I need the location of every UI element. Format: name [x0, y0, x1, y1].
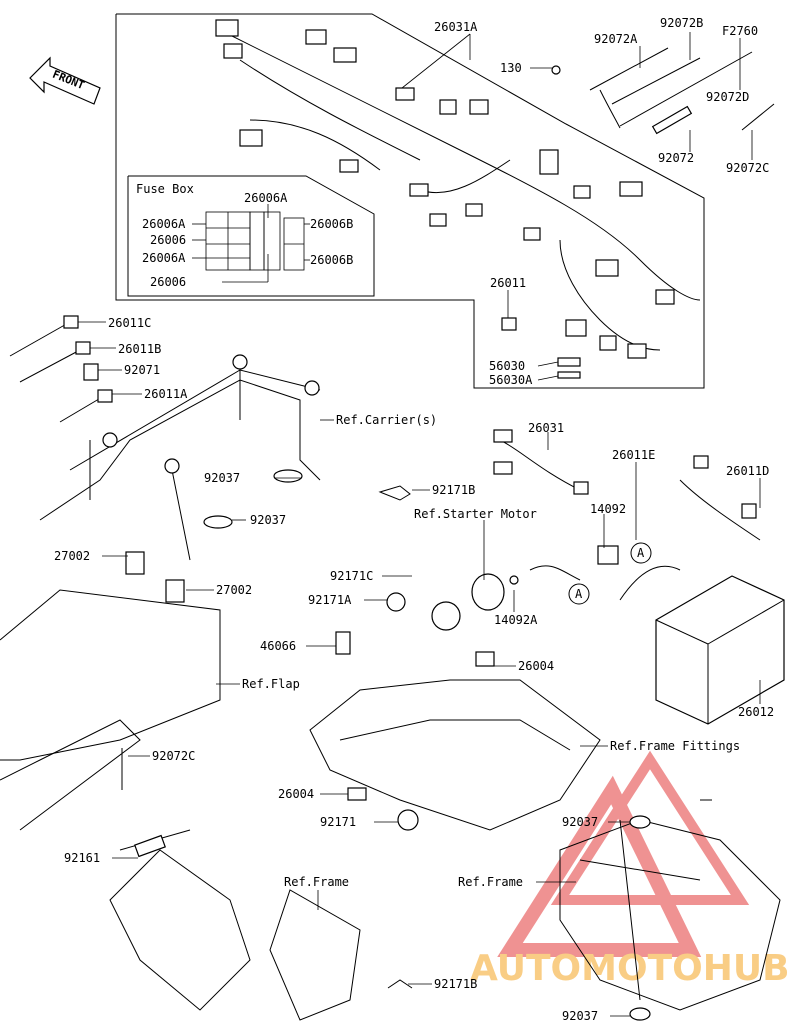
part-label: 130 — [500, 61, 522, 75]
part-label: 26004 — [278, 787, 314, 801]
part-label: 27002 — [216, 583, 252, 597]
part-label: 92037 — [250, 513, 286, 527]
watermark-text: AUTOMOTOHUB — [470, 948, 790, 989]
part-label: 92072D — [706, 90, 749, 104]
part-label: Ref.Frame — [458, 875, 523, 889]
part-labels: 26031A 92072A 92072B F2760 130 92072D 92… — [54, 16, 774, 1023]
fuse-label-26006a-2: 26006A — [142, 251, 186, 265]
part-label: 92171 — [320, 815, 356, 829]
part-label: 46066 — [260, 639, 296, 653]
fuse-box-frame — [127, 175, 375, 297]
watermark: AUTOMOTOHUB — [470, 750, 790, 989]
fuse-label-26006b-2: 26006B — [310, 253, 353, 267]
part-label: 26011E — [612, 448, 655, 462]
part-label: 26031 — [528, 421, 564, 435]
part-label: 92072C — [726, 161, 769, 175]
fuse-label-26006a-1: 26006A — [142, 217, 186, 231]
callout-a-1: A — [630, 542, 652, 564]
part-label: 92171B — [432, 483, 475, 497]
part-label: 92037 — [204, 471, 240, 485]
part-label: 56030 — [489, 359, 525, 373]
cable-ties — [551, 47, 775, 135]
fuse-label-26006a-top: 26006A — [244, 191, 288, 205]
part-label: 92037 — [562, 815, 598, 829]
part-label: 92072B — [660, 16, 703, 30]
fuse-label-26006-1: 26006 — [150, 233, 186, 247]
flap-assembly — [0, 551, 221, 831]
fuse-box-body — [205, 211, 305, 271]
part-label: F2760 — [722, 24, 758, 38]
part-label: 92072 — [658, 151, 694, 165]
part-label: 92072A — [594, 32, 638, 46]
part-label: 92161 — [64, 851, 100, 865]
part-label: 26011 — [490, 276, 526, 290]
part-label: 56030A — [489, 373, 533, 387]
part-label: 92072C — [152, 749, 195, 763]
part-label: Ref.Starter Motor — [414, 507, 537, 521]
carrier-frame — [39, 354, 321, 561]
label-56030 — [557, 357, 581, 367]
part-label: 92171B — [434, 977, 477, 991]
starter-area — [335, 429, 589, 667]
frame-fittings — [309, 679, 601, 831]
harness-frame — [115, 13, 705, 389]
label-56030a — [557, 371, 581, 379]
part-label: 92071 — [124, 363, 160, 377]
front-arrow-icon: FRONT — [29, 56, 101, 105]
part-label: 14092A — [494, 613, 538, 627]
sub-harness-left — [9, 315, 113, 423]
part-label: 92171C — [330, 569, 373, 583]
callout-a-2: A — [568, 583, 590, 605]
part-label: 26012 — [738, 705, 774, 719]
part-label: 26031A — [434, 20, 478, 34]
lower-frame — [109, 799, 781, 1021]
fuse-label-26006-2: 26006 — [150, 275, 186, 289]
part-label: Ref.Flap — [242, 677, 300, 691]
part-label: 26004 — [518, 659, 554, 673]
fuse-label-26006b-1: 26006B — [310, 217, 353, 231]
part-label: 92171A — [308, 593, 352, 607]
fuse-box-title: Fuse Box — [136, 182, 194, 196]
part-label: Ref.Carrier(s) — [336, 413, 437, 427]
part-label: 92037 — [562, 1009, 598, 1023]
part-label: 26011C — [108, 316, 151, 330]
part-label: 26011D — [726, 464, 769, 478]
part-label: Ref.Frame — [284, 875, 349, 889]
part-label: 26011A — [144, 387, 188, 401]
svg-text:A: A — [575, 587, 583, 601]
svg-text:A: A — [637, 546, 645, 560]
part-label: 14092 — [590, 502, 626, 516]
fuse-box-leaders — [192, 204, 310, 283]
part-label: 27002 — [54, 549, 90, 563]
main-wiring-harness — [215, 19, 701, 359]
leader-lines — [78, 32, 761, 1017]
part-label: 26011B — [118, 342, 161, 356]
battery — [597, 455, 785, 725]
part-label: Ref.Frame Fittings — [610, 739, 740, 753]
